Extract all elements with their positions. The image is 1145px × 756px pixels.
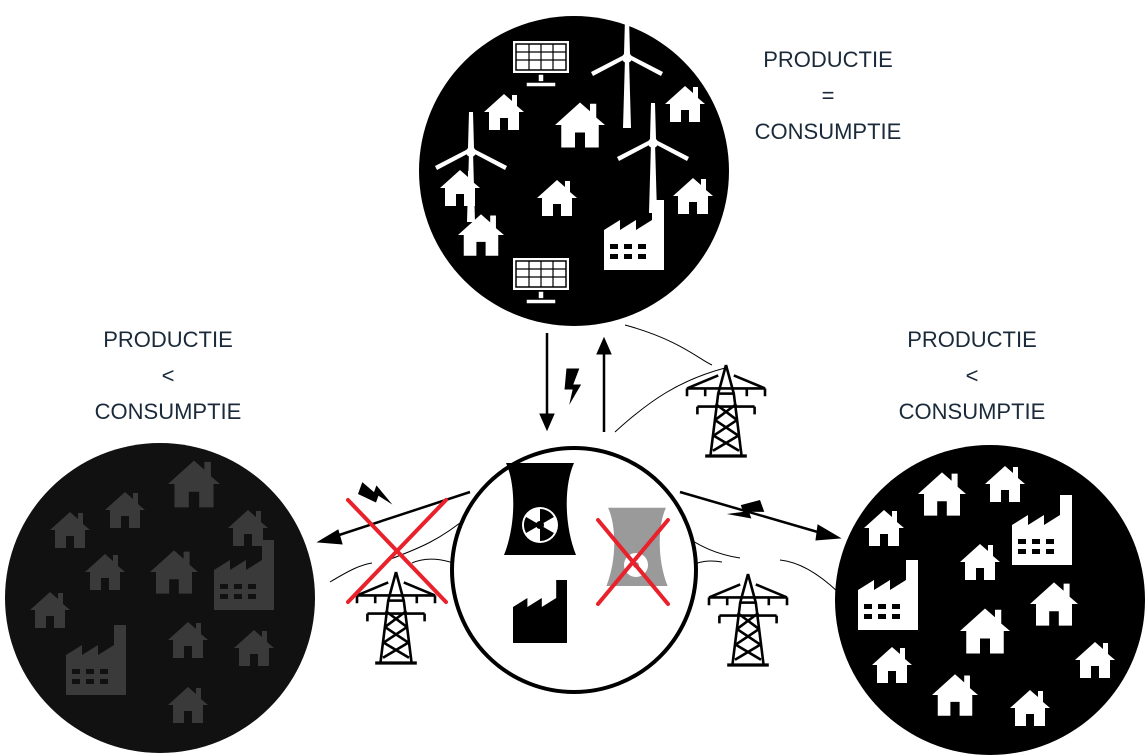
cross-icon bbox=[346, 498, 448, 604]
community-deficit-left bbox=[5, 443, 315, 753]
arrow-left-head bbox=[316, 529, 343, 545]
label-production: PRODUCTIE bbox=[763, 47, 893, 72]
label-production: PRODUCTIE bbox=[103, 327, 233, 352]
cross-icon bbox=[596, 518, 670, 606]
community-deficit-right bbox=[835, 445, 1145, 755]
central-power-plants bbox=[450, 446, 698, 694]
label-deficit-right: PRODUCTIE < CONSUMPTIE bbox=[862, 322, 1082, 430]
community-circle-top bbox=[419, 16, 729, 326]
community-balanced bbox=[419, 16, 729, 326]
radiation-icon bbox=[522, 507, 558, 543]
connection-lines bbox=[316, 324, 842, 593]
label-production: PRODUCTIE bbox=[907, 327, 1037, 352]
lightning-icon bbox=[357, 480, 397, 509]
label-deficit-left: PRODUCTIE < CONSUMPTIE bbox=[58, 322, 278, 430]
label-operator: = bbox=[821, 83, 835, 108]
label-operator: < bbox=[965, 363, 979, 388]
label-consumption: CONSUMPTIE bbox=[898, 399, 1046, 424]
arrow-up-head bbox=[596, 336, 612, 355]
pylon-icon bbox=[707, 572, 789, 667]
arrow-right-line bbox=[679, 490, 829, 537]
label-consumption: CONSUMPTIE bbox=[94, 399, 242, 424]
arrow-down-head bbox=[539, 413, 555, 432]
arrow-right-head bbox=[815, 524, 842, 541]
label-operator: < bbox=[161, 363, 175, 388]
pylon-icon bbox=[355, 570, 437, 665]
label-balanced: PRODUCTIE = CONSUMPTIE bbox=[718, 42, 938, 150]
label-consumption: CONSUMPTIE bbox=[754, 119, 902, 144]
lightning-icon bbox=[725, 498, 765, 526]
lightning-icon bbox=[563, 367, 583, 409]
pylon-icon bbox=[685, 363, 767, 458]
